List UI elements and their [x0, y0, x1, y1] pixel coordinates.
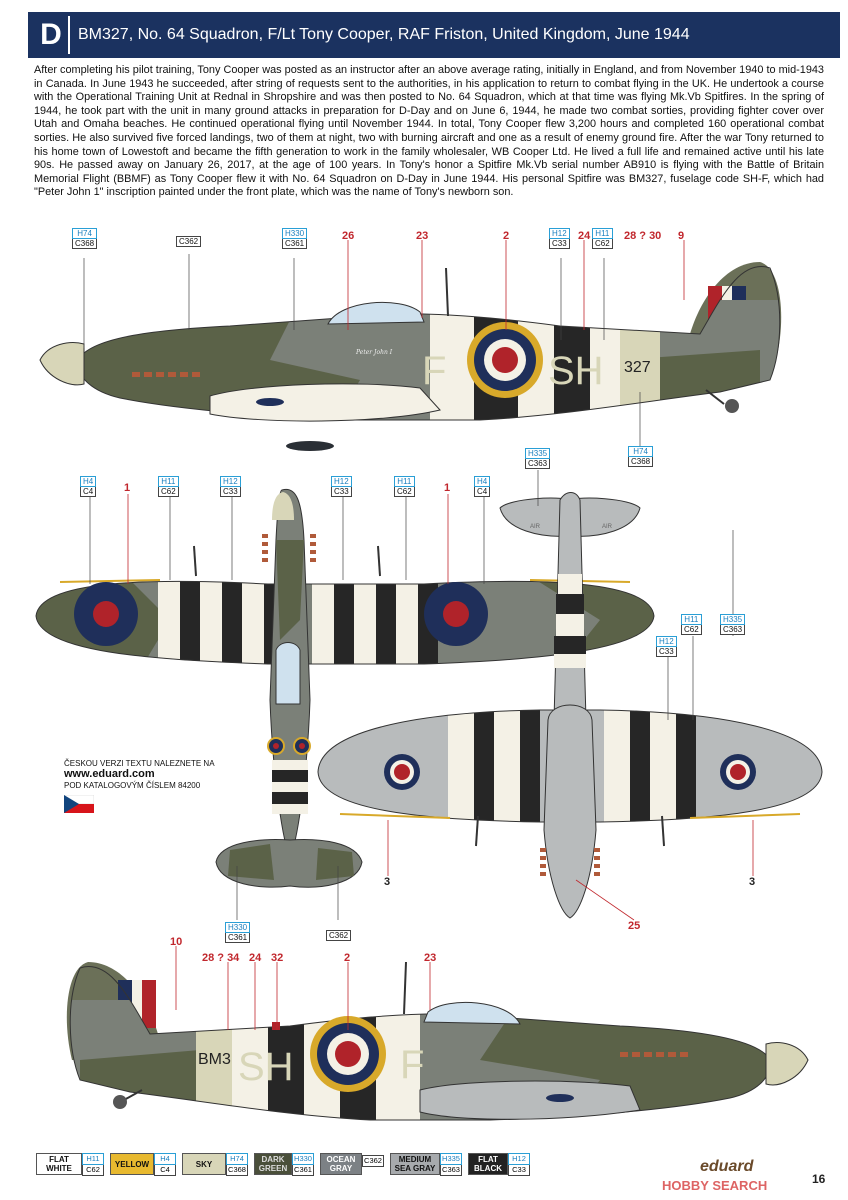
code-letter-right: F [422, 349, 446, 393]
stencil-number: 24 [249, 952, 262, 964]
stencil-number: 28 ? 34 [202, 952, 240, 964]
czech-note: ČESKOU VERZI TEXTU NALEZNETE NA www.edua… [63, 758, 264, 816]
legend-c-code: C368 [226, 1165, 248, 1176]
stencil-number: 25 [628, 920, 641, 932]
code-letter-left: F [400, 1043, 424, 1087]
legend-c-code: C4 [154, 1165, 176, 1176]
nose-name: Peter John I [355, 349, 393, 356]
callout-ocean-gray-tail: C362 [326, 930, 352, 941]
watermark: HOBBY SEARCH [662, 1178, 768, 1193]
profile-header: D BM327, No. 64 Squadron, F/Lt Tony Coop… [28, 12, 840, 58]
legend-h-code: H335 [440, 1153, 462, 1165]
stencil-number: 28 ? 30 [624, 230, 662, 242]
stencil-number: 9 [678, 230, 685, 242]
legend-c-code: C33 [508, 1165, 530, 1176]
stencil-number: 2 [344, 952, 351, 964]
stencil-number: 3 [384, 876, 391, 888]
legend-color-name: FLAT WHITE [36, 1153, 82, 1175]
side-view-left: SH F BM3 [66, 961, 809, 1121]
legend-codes: C362 [362, 1153, 384, 1175]
serial-left: BM3 [198, 1051, 231, 1068]
svg-text:AIR: AIR [602, 524, 613, 530]
leader-lines [83, 254, 734, 920]
eduard-logo: eduard [700, 1158, 754, 1175]
squadron-code-left: SH [238, 1045, 294, 1089]
stencil-number: 23 [424, 952, 437, 964]
legend-color-name: FLAT BLACK [468, 1153, 508, 1175]
legend-h-code: H330 [292, 1153, 314, 1165]
profile-title: BM327, No. 64 Squadron, F/Lt Tony Cooper… [78, 26, 690, 43]
legend-color-name: MEDIUM SEA GRAY [390, 1153, 440, 1175]
czech-line-1: ČESKOU VERZI TEXTU NALEZNETE NA [64, 759, 215, 768]
legend-c-code: C363 [440, 1165, 462, 1176]
legend-c-code: C62 [82, 1165, 104, 1176]
profile-letter: D [34, 16, 70, 54]
serial-right: 327 [624, 359, 651, 376]
legend-color-name: OCEAN GRAY [320, 1153, 362, 1175]
stencil-number: 3 [749, 876, 756, 888]
page-number: 16 [812, 1172, 826, 1186]
legend-h-code: H4 [154, 1153, 176, 1165]
legend-color-name: YELLOW [110, 1153, 154, 1175]
number-leaders [127, 240, 754, 1030]
stencil-number: 1 [444, 482, 451, 494]
stencil-number: 23 [416, 230, 429, 242]
side-view-right: F SH 327 Peter John I [39, 262, 782, 451]
legend-c-code: C361 [292, 1165, 314, 1176]
stencil-number: 1 [124, 482, 131, 494]
legend-c-code: C362 [362, 1155, 384, 1167]
stencil-number: 26 [342, 230, 355, 242]
history-text: After completing his pilot training, Ton… [34, 64, 824, 200]
svg-text:AIR: AIR [530, 524, 541, 530]
callout-ocean-gray: C362 [176, 236, 202, 247]
stencil-number: 2 [503, 230, 510, 242]
history-paragraph: After completing his pilot training, Ton… [34, 64, 824, 199]
stencil-number: 32 [271, 952, 284, 964]
legend-color-name: SKY [182, 1153, 226, 1175]
czech-line-2: POD KATALOGOVÝM ČÍSLEM 84200 [64, 781, 201, 790]
stencil-number: 10 [170, 936, 183, 948]
legend-h-code: H11 [82, 1153, 104, 1165]
legend-color-name: DARK GREEN [254, 1153, 292, 1175]
legend-h-code: H12 [508, 1153, 530, 1165]
czech-flag-icon [63, 794, 95, 813]
underside-view: AIR AIR [317, 492, 823, 919]
squadron-code-right: SH [548, 349, 604, 393]
eduard-link[interactable]: www.eduard.com [64, 768, 155, 780]
plan-view-top [35, 488, 655, 888]
legend-h-code: H74 [226, 1153, 248, 1165]
stencil-number: 24 [578, 230, 591, 242]
